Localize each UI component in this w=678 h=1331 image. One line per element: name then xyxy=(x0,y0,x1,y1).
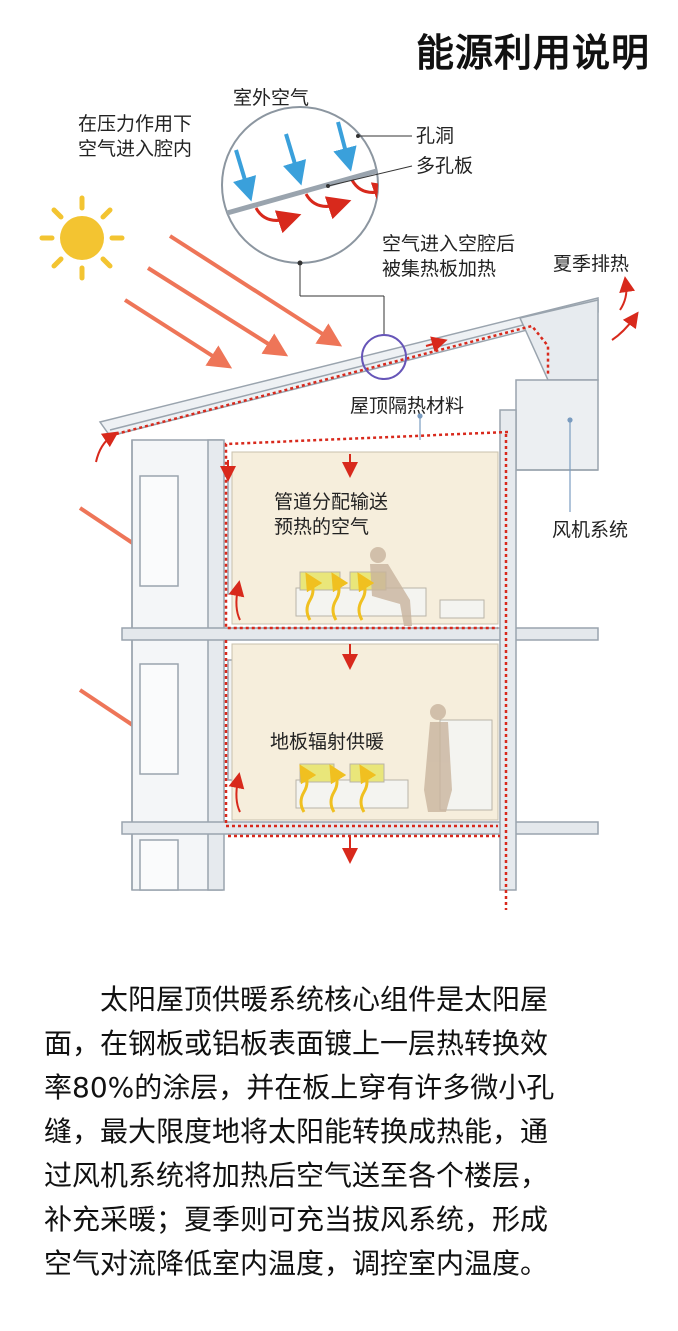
label-duct-line2: 预热的空气 xyxy=(274,515,388,540)
label-perforated-plate: 多孔板 xyxy=(416,154,473,179)
paragraph-line: 过风机系统将加热后空气送至各个楼层， xyxy=(44,1154,644,1198)
sun-icon xyxy=(42,198,122,278)
description-paragraph: 太阳屋顶供暖系统核心组件是太阳屋 面，在钢板或铝板表面镀上一层热转换效 率80%… xyxy=(44,978,644,1286)
paragraph-line: 缝，最大限度地将太阳能转换成热能，通 xyxy=(44,1110,644,1154)
label-fan-system: 风机系统 xyxy=(552,518,628,543)
paragraph-line: 空气对流降低室内温度，调控室内温度。 xyxy=(44,1242,644,1286)
paragraph-line: 率80%的涂层，并在板上穿有许多微小孔 xyxy=(44,1066,644,1110)
label-heated-line1: 空气进入空腔后 xyxy=(382,232,515,257)
label-roof-insulation: 屋顶隔热材料 xyxy=(350,394,464,419)
label-pressure: 在压力作用下 空气进入腔内 xyxy=(78,112,192,162)
label-duct: 管道分配输送 预热的空气 xyxy=(274,490,388,540)
paragraph-line: 面，在钢板或铝板表面镀上一层热转换效 xyxy=(44,1022,644,1066)
paragraph-line: 补充采暖；夏季则可充当拔风系统，形成 xyxy=(44,1198,644,1242)
label-pressure-line2: 空气进入腔内 xyxy=(78,137,192,162)
label-hole: 孔洞 xyxy=(416,124,454,149)
label-duct-line1: 管道分配输送 xyxy=(274,490,388,515)
label-pressure-line1: 在压力作用下 xyxy=(78,112,192,137)
label-outside-air: 室外空气 xyxy=(233,86,309,111)
label-floor-heating: 地板辐射供暖 xyxy=(270,730,384,755)
paragraph-line: 太阳屋顶供暖系统核心组件是太阳屋 xyxy=(44,978,644,1022)
label-heated-line2: 被集热板加热 xyxy=(382,257,515,282)
label-summer-exhaust: 夏季排热 xyxy=(553,252,629,277)
label-heated: 空气进入空腔后 被集热板加热 xyxy=(382,232,515,282)
page-title: 能源利用说明 xyxy=(380,22,650,77)
